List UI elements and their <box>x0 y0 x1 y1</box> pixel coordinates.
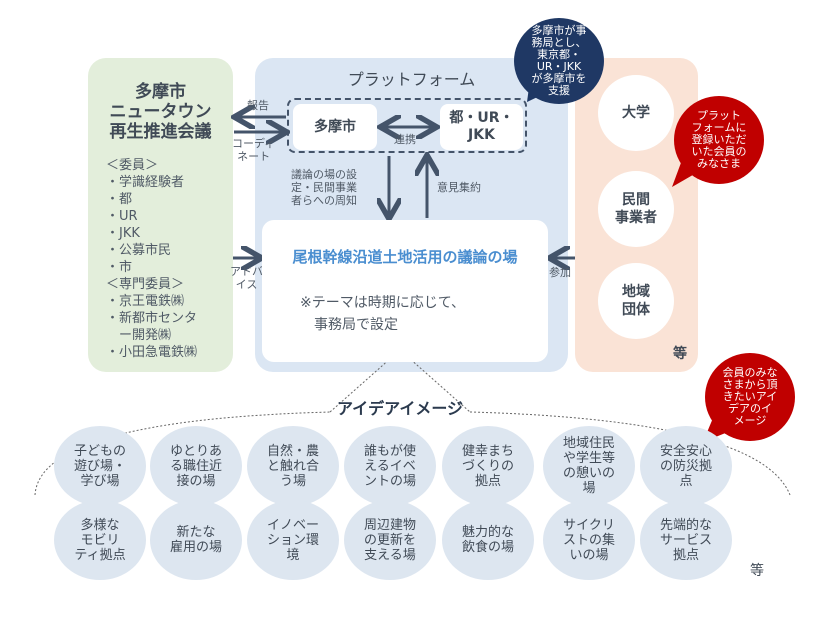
forum-note: ※テーマは時期に応じて、 事務局で設定 <box>300 295 466 333</box>
coordinate-label: コーディ ネート <box>232 137 276 163</box>
bubble-tail-red1 <box>672 160 698 187</box>
link-label: 連携 <box>394 133 416 146</box>
council-panel <box>88 58 233 372</box>
council-title: 多摩市 ニュータウン 再生推進会議 <box>109 82 212 142</box>
council-members: ＜委員＞ ・学識経験者 ・都 ・UR ・JKK ・公募市民 ・市 ＜専門委員＞ … <box>106 158 198 360</box>
member-university: 大学 <box>598 75 674 151</box>
ideas-title: アイデアイメージ <box>336 399 464 418</box>
idea-item: 地域住民 や学生等 の憩いの 場 <box>543 426 635 506</box>
idea-item: 自然・農 と触れ合 う場 <box>247 426 339 506</box>
join-label: 参加 <box>549 266 571 279</box>
ideas-bubble: 会員のみな さまから頂 きたいアイ デアのイ メージ <box>705 353 795 441</box>
member-private-business: 民間 事業者 <box>598 171 674 247</box>
idea-item: 子どもの 遊び場・ 学び場 <box>54 426 146 506</box>
idea-item: イノベー ション環 境 <box>247 500 339 580</box>
secretariat-bubble: 多摩市が事 務局とし、 東京都・ UR・JKK が多摩市を 支援 <box>514 18 604 104</box>
idea-item: 新たな 雇用の場 <box>150 500 242 580</box>
idea-item: 健幸まち づくりの 拠点 <box>442 426 534 506</box>
idea-item: 先端的な サービス 拠点 <box>640 500 732 580</box>
idea-item: 安全安心 の防災拠 点 <box>640 426 732 506</box>
members-etc: 等 <box>673 346 687 362</box>
secretariat-group <box>287 98 527 153</box>
partners-box: 都・UR・ JKK <box>440 104 523 150</box>
forum-box <box>262 220 548 362</box>
idea-item: サイクリ ストの集 いの場 <box>543 500 635 580</box>
report-label: 報告 <box>247 99 269 112</box>
member-community-group: 地域 団体 <box>598 263 674 339</box>
registered-members-bubble: プラット フォームに 登録いただ いた会員の みなさま <box>674 96 764 184</box>
idea-item: ゆとりあ る職住近 接の場 <box>150 426 242 506</box>
forum-title: 尾根幹線沿道土地活用の議論の場 <box>292 248 518 266</box>
idea-item: 魅力的な 飲食の場 <box>442 500 534 580</box>
opinion-label: 意見集約 <box>437 181 481 194</box>
ideas-etc: 等 <box>750 563 764 579</box>
tama-city-box: 多摩市 <box>293 104 377 150</box>
idea-item: 多様な モビリ ティ拠点 <box>54 500 146 580</box>
platform-title: プラットフォーム <box>347 70 476 89</box>
advice-label: アドバ イス <box>230 265 263 291</box>
notice-label: 議論の場の設 定・民間事業 者らへの周知 <box>291 168 357 207</box>
idea-item: 周辺建物 の更新を 支える場 <box>344 500 436 580</box>
idea-item: 誰もが使 えるイベ ントの場 <box>344 426 436 506</box>
